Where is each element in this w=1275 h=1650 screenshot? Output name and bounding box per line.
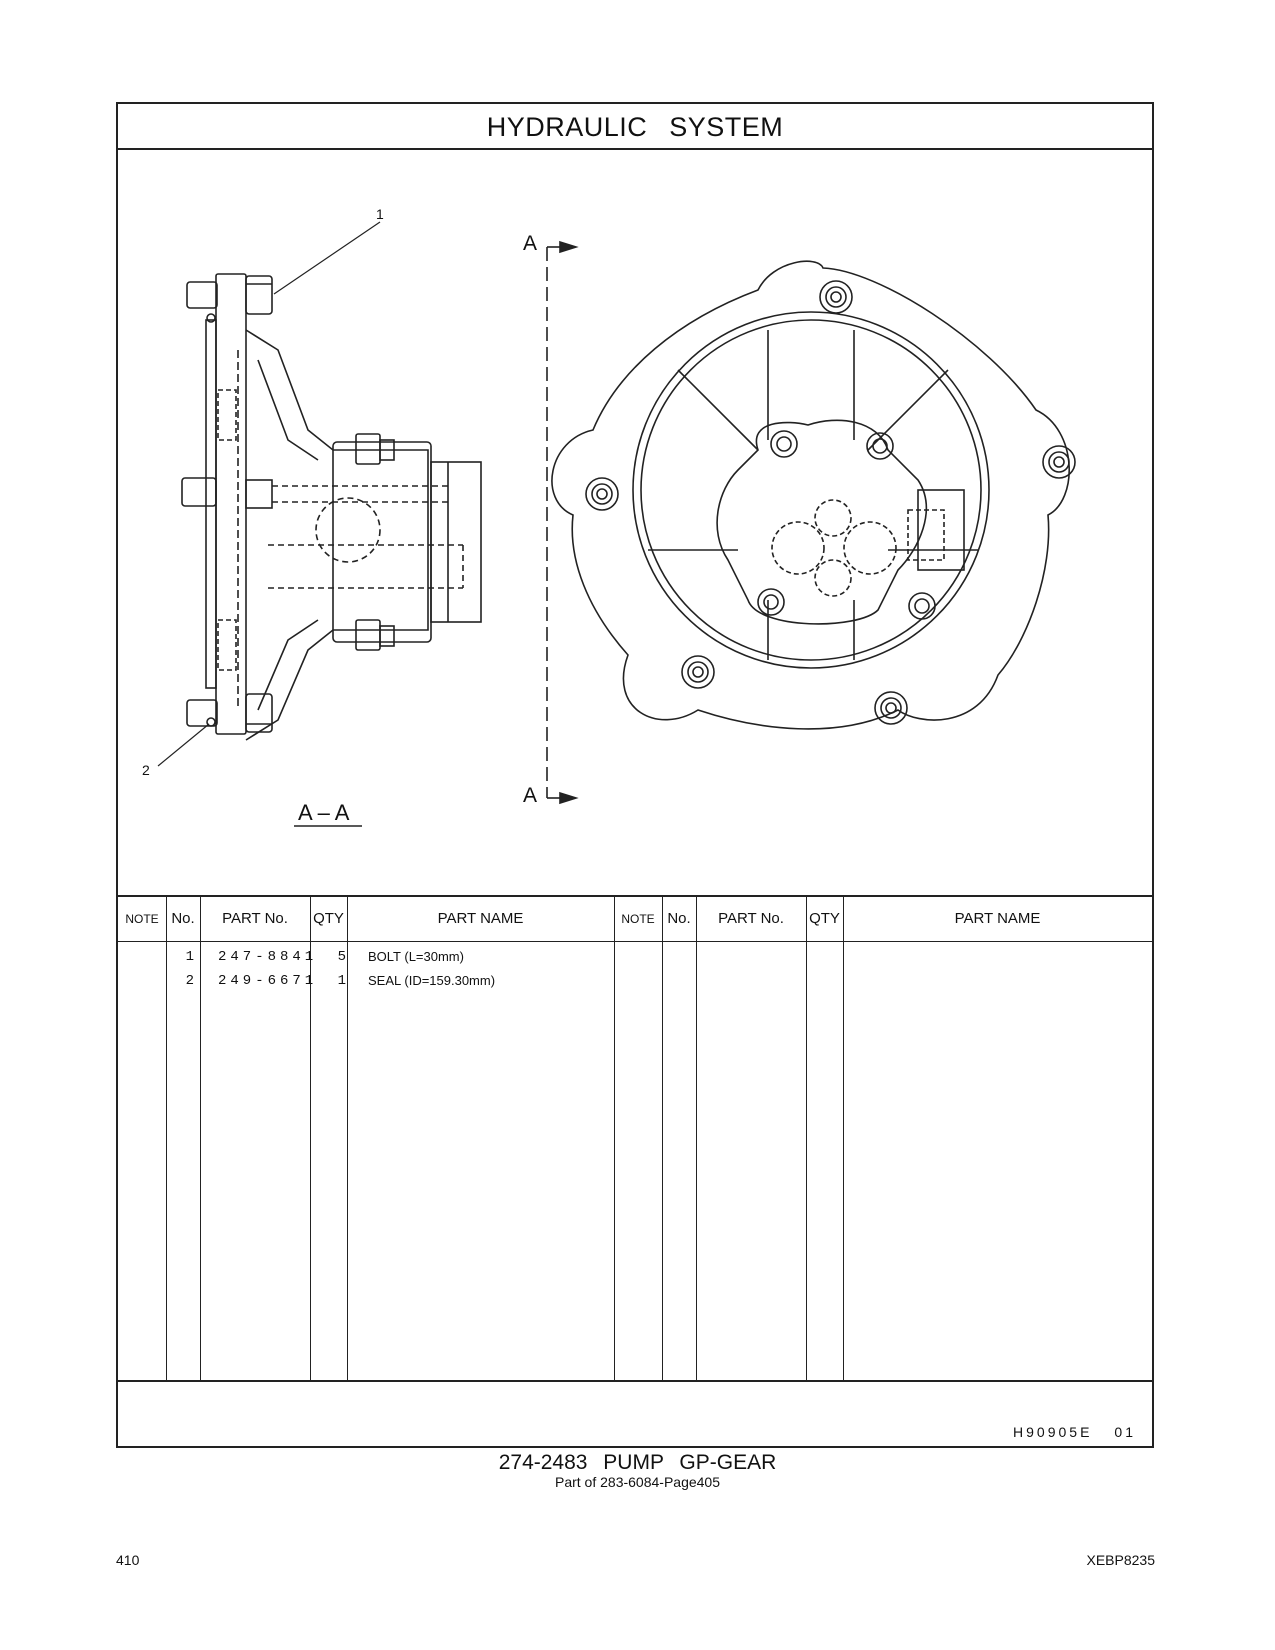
row-no: 2 — [185, 973, 194, 989]
pump-drawing-svg — [157, 221, 1076, 827]
row-part-no: 249-6671 — [218, 973, 318, 989]
section-letter-top: A — [523, 232, 538, 255]
section-cut-line — [546, 240, 579, 805]
col-part-no-header: PART No. — [222, 910, 288, 927]
row-no: 1 — [185, 949, 194, 965]
col-qty-header: QTY — [313, 910, 344, 927]
assembly-title-text: 274-2483 PUMP GP-GEAR — [498, 1451, 777, 1474]
row-qty: 1 — [337, 973, 346, 989]
callout-2: 2 — [142, 762, 150, 778]
callout-1: 1 — [376, 206, 384, 222]
callout-2-leader — [157, 723, 210, 767]
section-title: HYDRAULIC SYSTEM — [486, 112, 784, 142]
drawing-code-id: H90905E — [1013, 1424, 1093, 1440]
col-no-header: No. — [171, 910, 195, 927]
assembly-subtitle: Part of 283-6084-Page405 — [554, 1474, 720, 1490]
col-part-name-header-2: PART NAME — [954, 910, 1041, 927]
drawing-code-box: H90905E 01 — [118, 1380, 1152, 1446]
section-header: HYDRAULIC SYSTEM — [118, 104, 1152, 150]
col-part-no-header-2: PART No. — [718, 910, 784, 927]
drawing-code-rev: 01 — [1114, 1424, 1136, 1440]
col-note-header-2: NOTE — [621, 912, 655, 926]
col-note-header: NOTE — [125, 912, 159, 926]
assembly-title: 274-2483 PUMP GP-GEAR — [0, 1451, 1275, 1475]
row-qty: 5 — [337, 949, 346, 965]
row-part-no: 247-8841 — [218, 949, 318, 965]
col-part-name-header: PART NAME — [437, 910, 524, 927]
page-number: 410 — [116, 1552, 140, 1568]
row-part-name: BOLT (L=30mm) — [368, 949, 464, 964]
section-label: A – A — [298, 800, 350, 825]
side-section-view — [181, 273, 482, 741]
col-qty-header-2: QTY — [809, 910, 840, 927]
table-row: 1 247-8841 5 BOLT (L=30mm) — [118, 945, 1152, 969]
table-row: 2 249-6671 1 SEAL (ID=159.30mm) — [118, 969, 1152, 993]
callout-1-leader — [273, 221, 381, 295]
row-part-name: SEAL (ID=159.30mm) — [368, 973, 496, 988]
exploded-drawing: 1 2 A A A – A — [118, 150, 1152, 895]
section-letter-bottom: A — [523, 784, 538, 807]
parts-page-frame: HYDRAULIC SYSTEM — [116, 102, 1154, 1448]
drawing-code: H90905E 01 — [1013, 1424, 1136, 1440]
col-no-header-2: No. — [667, 910, 691, 927]
document-code: XEBP8235 — [1086, 1552, 1156, 1568]
front-view — [551, 260, 1076, 730]
parts-table: NOTE No. PART No. QTY PART NAME NOTE No.… — [118, 895, 1152, 1380]
